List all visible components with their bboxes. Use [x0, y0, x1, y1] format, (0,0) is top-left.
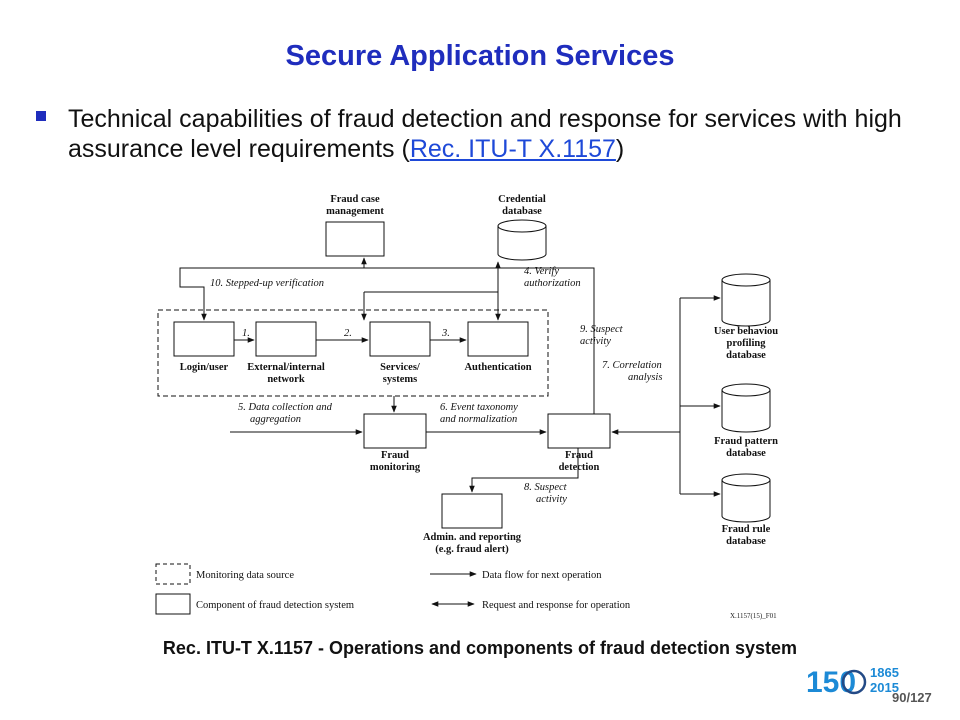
fraud-case-management-label-1: Fraud case: [330, 194, 380, 205]
fraud-rule-db-label-2: database: [726, 536, 766, 547]
logo-year-start: 1865: [870, 665, 899, 680]
fraud-detection-label-1: Fraud: [565, 450, 593, 461]
step-8-label-1: 8. Suspect: [524, 482, 568, 493]
step-3-label: 3.: [441, 328, 450, 339]
fraud-monitoring-label-1: Fraud: [381, 450, 409, 461]
services-systems-label-1: Services/: [380, 362, 421, 373]
services-systems-label-2: systems: [383, 374, 417, 385]
login-user-box: [173, 321, 235, 357]
step-9-label-2: activity: [580, 336, 611, 347]
svg-text:Services/systems: Services/systems: [380, 362, 421, 385]
figure-caption: Rec. ITU-T X.1157 - Operations and compo…: [162, 638, 798, 658]
fraud-pattern-db-cylinder: [721, 390, 771, 433]
step-6-label-2: and normalization: [440, 414, 517, 425]
step-4-label-1: 4. Verify: [524, 266, 559, 277]
step-8-label-2: activity: [536, 494, 567, 505]
step-1-label: 1.: [242, 328, 250, 339]
legend-dashed-box: [155, 563, 191, 585]
legend-request-response-label: Request and response for operation: [482, 600, 631, 611]
step-7-label-1: 7. Correlation: [602, 360, 662, 371]
admin-reporting-label-1: Admin. and reporting: [423, 532, 522, 543]
step-10-label: 10. Stepped-up verification: [210, 278, 324, 289]
legend-component-label: Component of fraud detection system: [196, 600, 354, 611]
step-5-label-2: aggregation: [250, 414, 301, 425]
logo-year-end: 2015: [870, 680, 899, 695]
fraud-detection-box: [547, 413, 611, 449]
fraud-case-management-label-2: management: [326, 206, 384, 217]
user-behaviour-db-cylinder: [721, 280, 771, 327]
page-number: 90/127: [892, 690, 932, 705]
credential-db-label-1: Credential: [498, 194, 546, 205]
admin-reporting-box: [441, 493, 503, 529]
fraud-rule-db-label-1: Fraud rule: [722, 524, 771, 535]
step-4-label-2: authorization: [524, 278, 581, 289]
fraud-monitoring-label-2: monitoring: [370, 462, 421, 473]
credential-db-label-2: database: [502, 206, 542, 217]
credential-db-cylinder: [497, 226, 547, 261]
external-network-label-2: network: [267, 374, 304, 385]
fraud-case-management-box: [325, 221, 385, 257]
step-6-label-1: 6. Event taxonomy: [440, 402, 518, 413]
external-network-box: [255, 321, 317, 357]
fraud-monitoring-box: [363, 413, 427, 449]
bullet-text: Technical capabilities of fraud detectio…: [68, 104, 928, 164]
step-5-label-1: 5. Data collection and: [238, 402, 333, 413]
fraud-rule-db-cylinder: [721, 480, 771, 523]
slide-title: Secure Application Services: [285, 40, 675, 72]
login-user-label: Login/user: [180, 362, 229, 373]
figure-id: X.1157(15)_F01: [730, 612, 777, 620]
legend-monitoring-label: Monitoring data source: [196, 570, 294, 581]
user-behaviour-db-label-3: database: [726, 350, 766, 361]
itu-150-logo: 150 1865 2015: [806, 665, 899, 699]
logo-number: 150: [806, 666, 856, 699]
globe-icon: [841, 669, 867, 695]
authentication-box: [467, 321, 529, 357]
authentication-label: Authentication: [464, 362, 531, 373]
fraud-pattern-db-label-1: Fraud pattern: [714, 436, 778, 447]
services-systems-box: [369, 321, 431, 357]
square-bullet-icon: [36, 111, 46, 121]
admin-reporting-label-2: (e.g. fraud alert): [435, 544, 509, 555]
bullet-text-after: ): [615, 135, 625, 163]
step-7-label-2: analysis: [628, 372, 662, 383]
legend-solid-box: [155, 593, 191, 615]
fraud-pattern-db-label-2: database: [726, 448, 766, 459]
step-2-label: 2.: [344, 328, 352, 339]
svg-text:Admin. and reporting(e.g. frau: Admin. and reporting(e.g. fraud alert): [423, 532, 522, 555]
fraud-detection-label-2: detection: [559, 462, 600, 473]
external-network-label-1: External/internal: [247, 362, 325, 373]
bullet-text-before: Technical capabilities of fraud detectio…: [68, 105, 902, 163]
user-behaviour-db-label-1: User behaviou: [714, 326, 778, 337]
monitoring-data-source-frame: [157, 309, 549, 397]
user-behaviour-db-label-2: profiling: [727, 338, 767, 349]
step-9-label-1: 9. Suspect: [580, 324, 624, 335]
legend-data-flow-label: Data flow for next operation: [482, 570, 602, 581]
rec-x1157-link[interactable]: Rec. ITU-T X.1157: [409, 135, 616, 163]
